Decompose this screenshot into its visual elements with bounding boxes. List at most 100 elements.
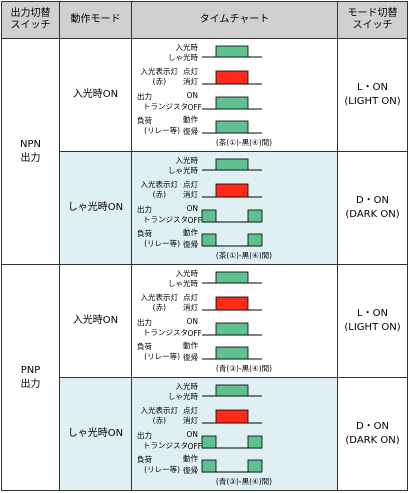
load-pulse [247,459,263,473]
switch-cell: L・ON (LIGHT ON) [337,38,408,152]
output-pulse [247,435,263,449]
mode-cell: 入光時ON [59,264,132,378]
signal-label-light: 入光時 [176,381,199,391]
signal-label-dark: しゃ光時 [168,278,198,288]
lamp-pulse [215,70,249,85]
timing-svg: 入光時しゃ光時入光表示灯(赤)点灯消灯出力トランジスタONOFF負荷(リレー等)… [137,381,272,486]
signal-label-transistor: トランジスタ [143,441,188,450]
signal-label-load: 負荷 [137,115,152,125]
signal-state-on: 動作 [183,453,198,463]
signal-state-off: 消灯 [183,76,198,86]
signal-state-on: 動作 [183,114,198,124]
mode-cell: 入光時ON [59,38,132,152]
load-pulse [247,233,263,247]
signal-label-lamp-color: (赤) [153,303,166,312]
load-pulse [201,233,217,247]
header-output-switch: 出力切替 スイッチ [1,1,60,39]
signal-state-on: 点灯 [183,66,198,76]
signal-state-on: ON [186,430,198,439]
table-row-npn-light: NPN 出力 入光時ON 入光時しゃ光時入光表示灯(赤)点灯消灯出力トランジスタ… [1,38,408,265]
operation-mode-label: しゃ光時ON [67,202,124,213]
signal-state-off: 復帰 [183,352,198,362]
signal-label-load: 負荷 [137,341,152,351]
header-timing-chart-label: タイムチャート [199,14,270,25]
signal-label-output: 出力 [137,430,152,440]
light-pulse [215,271,249,284]
signal-state-off: 復帰 [183,126,198,136]
lamp-pulse [215,409,249,424]
timing-svg: 入光時しゃ光時入光表示灯(赤)点灯消灯出力トランジスタONOFF負荷(リレー等)… [137,268,272,373]
signal-state-on: 点灯 [183,292,198,302]
signal-state-on: ON [186,91,198,100]
signal-label-load-relay: (リレー等) [144,125,180,135]
signal-label-lamp: 入光表示灯 [141,66,179,76]
wiring-note: (青(③)-黒(④)間) [216,363,272,373]
output-pulse [215,322,249,336]
signal-label-output: 出力 [137,91,152,101]
wiring-note: (青(③)-黒(④)間) [216,476,272,486]
load-pulse [215,346,249,360]
timing-svg: 入光時しゃ光時入光表示灯(赤)点灯消灯出力トランジスタONOFF負荷(リレー等)… [137,155,272,260]
mode-cell: しゃ光時ON [59,377,132,491]
mode-cell: しゃ光時ON [59,151,132,265]
lamp-pulse [215,183,249,198]
signal-state-on: ON [186,317,198,326]
signal-state-off: 復帰 [183,239,198,249]
signal-label-output: 出力 [137,317,152,327]
switch-cell: D・ON (DARK ON) [337,377,408,491]
signal-state-off: 消灯 [183,415,198,425]
signal-label-lamp-color: (赤) [153,416,166,425]
timing-chart: 入光時しゃ光時入光表示灯(赤) 点灯消灯出力トランジスタ ON OFF 負荷(リレー等)… [132,39,337,151]
operation-mode-label: 入光時ON [72,89,119,100]
output-pulse [215,96,249,110]
header-output-switch-label: 出力切替 スイッチ [10,8,51,31]
signal-state-off: 消灯 [183,189,198,199]
signal-label-transistor: トランジスタ [143,215,188,224]
signal-state-off: OFF [187,442,202,451]
signal-state-on: 点灯 [183,405,198,415]
light-pulse [215,384,249,397]
load-pulse [215,120,249,134]
output-cell-pnp: PNP 出力 [1,264,60,491]
signal-state-off: OFF [187,103,202,112]
mode-switch-label: D・ON (DARK ON) [345,195,400,220]
wiring-note: (茶(①)-黒(④)間) [216,250,272,260]
header-timing-chart: タイムチャート [131,1,338,39]
signal-label-dark: しゃ光時 [168,52,198,62]
signal-label-output: 出力 [137,204,152,214]
operation-mode-label: しゃ光時ON [67,428,124,439]
header-mode-switch-label: モード切替 スイッチ [347,8,398,31]
signal-label-light: 入光時 [176,155,199,165]
signal-label-light: 入光時 [176,42,199,52]
signal-label-lamp-color: (赤) [153,77,166,86]
output-pulse [201,435,217,449]
wiring-note: (茶(①)-黒(④)間) [216,137,272,147]
signal-label-transistor: トランジスタ [143,328,188,337]
signal-label-transistor: トランジスタ [143,102,188,111]
signal-state-on: ON [186,204,198,213]
header-operation-mode-label: 動作モード [70,14,121,25]
signal-label-load-relay: (リレー等) [144,238,180,248]
table-header-row: 出力切替 スイッチ 動作モード タイムチャート モード切替 スイッチ [1,1,408,39]
mode-switch-label: L・ON (LIGHT ON) [344,82,401,107]
output-type-label: NPN 出力 [20,138,41,164]
output-pulse [201,209,217,223]
switch-cell: D・ON (DARK ON) [337,151,408,265]
signal-label-lamp: 入光表示灯 [141,405,179,415]
header-operation-mode: 動作モード [59,1,132,39]
mode-switch-label: D・ON (DARK ON) [345,421,400,446]
light-pulse [215,158,249,171]
signal-label-dark: しゃ光時 [168,391,198,401]
mode-switch-label: L・ON (LIGHT ON) [344,308,401,333]
signal-label-light: 入光時 [176,268,199,278]
